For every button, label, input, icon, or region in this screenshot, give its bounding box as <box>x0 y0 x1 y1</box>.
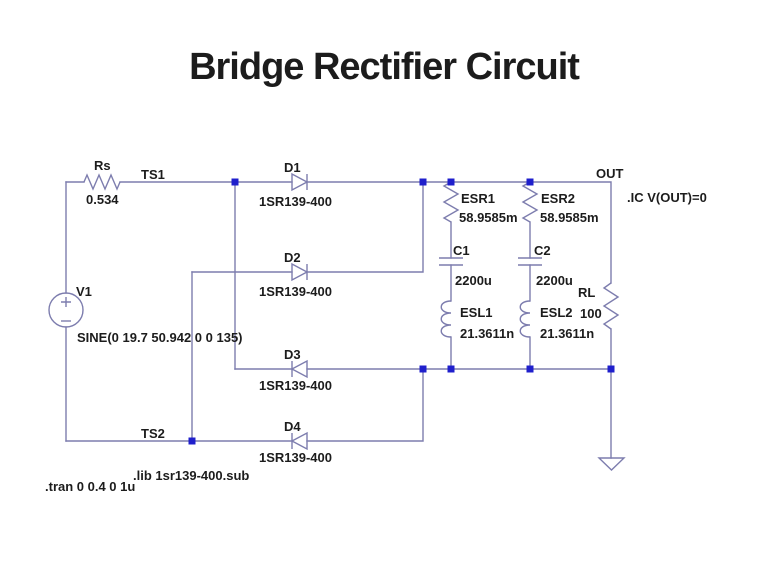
net-labels: TS1 TS2 OUT <box>141 166 624 441</box>
c2-value: 2200u <box>536 273 573 288</box>
junction-dot <box>188 437 196 445</box>
junction-dot <box>419 178 427 186</box>
wire <box>306 181 424 273</box>
resistor-symbol <box>602 282 620 330</box>
diode-symbol <box>291 172 309 192</box>
d2-label: D2 <box>284 250 301 265</box>
capacitor-c1: C1 2200u <box>439 243 492 288</box>
inductor-esl2: ESL2 21.3611n <box>519 300 594 341</box>
junction-dot <box>419 365 427 373</box>
esl1-value: 21.3611n <box>460 326 514 341</box>
diode-d3: D3 1SR139-400 <box>259 347 332 393</box>
spice-directives: .IC V(OUT)=0 .lib 1sr139-400.sub .tran 0… <box>45 190 707 494</box>
esr1-label: ESR1 <box>461 191 495 206</box>
resistor-symbol <box>521 181 539 223</box>
wires <box>65 181 612 459</box>
v1-value: SINE(0 19.7 50.942 0 0 135) <box>77 330 243 345</box>
diode-d2: D2 1SR139-400 <box>259 250 332 299</box>
junction-dot <box>231 178 239 186</box>
diode-d4: D4 1SR139-400 <box>259 419 332 465</box>
capacitor-symbol <box>518 257 542 266</box>
inductor-symbol <box>519 300 531 338</box>
resistor-esr2: ESR2 58.9585m <box>521 181 599 225</box>
esl2-value: 21.3611n <box>540 326 594 341</box>
d4-value: 1SR139-400 <box>259 450 332 465</box>
diode-symbol <box>291 262 309 282</box>
resistor-rl: RL 100 <box>578 282 620 330</box>
junction-dot <box>526 178 534 186</box>
plus-icon <box>61 297 71 307</box>
page-title: Bridge Rectifier Circuit <box>189 46 580 88</box>
d2-value: 1SR139-400 <box>259 284 332 299</box>
resistor-symbol <box>83 173 121 191</box>
junction-dot <box>447 178 455 186</box>
wire <box>306 368 424 442</box>
inductor-esl1: ESL1 21.3611n <box>440 300 514 341</box>
directive-tran: .tran 0 0.4 0 1u <box>45 479 135 494</box>
wire <box>306 181 612 284</box>
esr1-value: 58.9585m <box>459 210 518 225</box>
resistor-symbol <box>442 181 460 223</box>
directive-lib: .lib 1sr139-400.sub <box>133 468 249 483</box>
capacitor-c2: C2 2200u <box>518 243 573 288</box>
net-label-ts2: TS2 <box>141 426 165 441</box>
rl-value: 100 <box>580 306 602 321</box>
c1-value: 2200u <box>455 273 492 288</box>
diode-symbol <box>290 431 308 451</box>
v1-label: V1 <box>76 284 92 299</box>
junctions <box>188 178 615 445</box>
c2-label: C2 <box>534 243 551 258</box>
voltage-source-v1: V1 SINE(0 19.7 50.942 0 0 135) <box>48 284 243 345</box>
diode-d1: D1 1SR139-400 <box>259 160 332 209</box>
rs-value: 0.534 <box>86 192 119 207</box>
rs-label: Rs <box>94 158 111 173</box>
d4-label: D4 <box>284 419 301 434</box>
junction-dot <box>607 365 615 373</box>
diode-symbol <box>290 359 308 379</box>
ground-icon <box>597 457 626 471</box>
net-label-out: OUT <box>596 166 624 181</box>
d3-label: D3 <box>284 347 301 362</box>
esr2-label: ESR2 <box>541 191 575 206</box>
resistor-esr1: ESR1 58.9585m <box>442 181 518 225</box>
junction-dot <box>526 365 534 373</box>
ground <box>597 457 626 471</box>
d1-label: D1 <box>284 160 301 175</box>
esr2-value: 58.9585m <box>540 210 599 225</box>
esl2-label: ESL2 <box>540 305 573 320</box>
junction-dot <box>447 365 455 373</box>
c1-label: C1 <box>453 243 470 258</box>
capacitor-symbol <box>439 257 463 266</box>
d3-value: 1SR139-400 <box>259 378 332 393</box>
rl-label: RL <box>578 285 595 300</box>
directive-ic: .IC V(OUT)=0 <box>627 190 707 205</box>
inductor-symbol <box>440 300 452 338</box>
resistor-rs: Rs 0.534 <box>83 158 121 207</box>
net-label-ts1: TS1 <box>141 167 165 182</box>
d1-value: 1SR139-400 <box>259 194 332 209</box>
voltage-source-symbol <box>48 292 84 328</box>
esl1-label: ESL1 <box>460 305 493 320</box>
